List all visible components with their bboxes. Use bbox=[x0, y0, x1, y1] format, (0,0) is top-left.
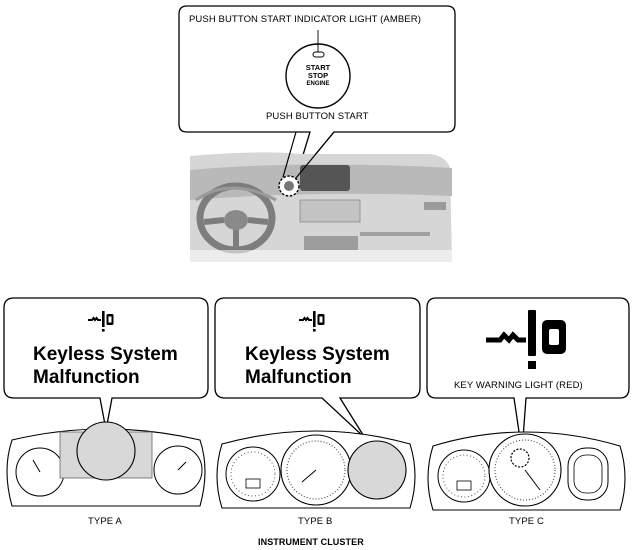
center-display bbox=[300, 165, 350, 191]
callout-type-b bbox=[214, 297, 421, 439]
callout-type-c bbox=[426, 297, 630, 453]
key-warning-icon bbox=[299, 311, 325, 332]
key-warning-icon-large bbox=[486, 310, 566, 369]
highlight-area bbox=[347, 440, 407, 500]
key-warning-light-label: KEY WARNING LIGHT (RED) bbox=[454, 380, 583, 391]
button-text-stop: STOP bbox=[307, 71, 329, 80]
cluster-type-a bbox=[6, 421, 206, 507]
message-type-a-line1: Keyless System bbox=[33, 344, 178, 365]
cluster-type-c bbox=[427, 431, 626, 511]
highlight-area bbox=[510, 448, 530, 468]
start-stop-button bbox=[285, 30, 351, 109]
push-button-start-label: PUSH BUTTON START bbox=[266, 111, 369, 122]
message-type-a-line2: Malfunction bbox=[33, 367, 140, 388]
instrument-cluster-title: INSTRUMENT CLUSTER bbox=[258, 537, 364, 547]
indicator-light-label: PUSH BUTTON START INDICATOR LIGHT (AMBER… bbox=[189, 14, 421, 25]
button-indicator-light bbox=[312, 51, 325, 58]
type-c-label: TYPE C bbox=[509, 516, 544, 527]
button-text-engine: ENGINE bbox=[306, 81, 330, 87]
dashboard-illustration bbox=[186, 152, 456, 266]
highlight-area bbox=[76, 421, 136, 481]
type-b-label: TYPE B bbox=[298, 516, 333, 527]
type-a-label: TYPE A bbox=[88, 516, 122, 527]
cluster-type-b bbox=[216, 430, 416, 509]
key-warning-icon bbox=[88, 311, 114, 332]
button-text-start: START bbox=[305, 63, 331, 72]
callout-type-a bbox=[3, 297, 209, 431]
message-type-b-line2: Malfunction bbox=[245, 367, 352, 388]
message-type-b-line1: Keyless System bbox=[245, 344, 390, 365]
